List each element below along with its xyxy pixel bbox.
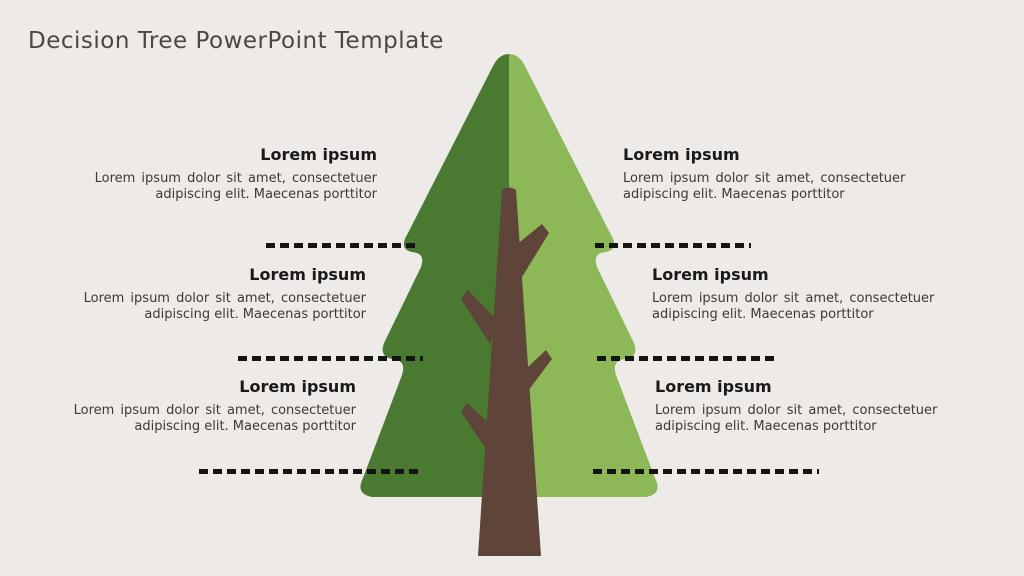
tree-right-half-shape bbox=[509, 54, 658, 497]
text-block-right-3: Lorem ipsum Lorem ipsum dolor sit amet, … bbox=[655, 377, 955, 435]
tree-branch-mid-left bbox=[461, 290, 497, 344]
dash-connector-right-3 bbox=[593, 469, 819, 474]
tree-left-half-shape bbox=[360, 54, 509, 497]
text-block-left-1: Lorem ipsum Lorem ipsum dolor sit amet, … bbox=[77, 145, 377, 203]
text-block-body-line1: Lorem ipsum dolor sit amet, consectetuer bbox=[94, 171, 377, 186]
text-block-heading: Lorem ipsum bbox=[260, 145, 377, 164]
text-block-body-line2: adipiscing elit. Maecenas porttitor bbox=[144, 307, 366, 322]
text-block-body-line2: adipiscing elit. Maecenas porttitor bbox=[652, 307, 874, 322]
text-block-body-line2: adipiscing elit. Maecenas porttitor bbox=[623, 187, 845, 202]
dash-connector-right-2 bbox=[597, 356, 779, 361]
text-block-heading: Lorem ipsum bbox=[239, 377, 356, 396]
text-block-left-2: Lorem ipsum Lorem ipsum dolor sit amet, … bbox=[66, 265, 366, 323]
dash-connector-left-2 bbox=[238, 356, 423, 361]
text-block-heading: Lorem ipsum bbox=[249, 265, 366, 284]
dash-connector-right-1 bbox=[595, 243, 751, 248]
text-block-heading: Lorem ipsum bbox=[655, 377, 772, 396]
text-block-right-1: Lorem ipsum Lorem ipsum dolor sit amet, … bbox=[623, 145, 923, 203]
text-block-left-3: Lorem ipsum Lorem ipsum dolor sit amet, … bbox=[56, 377, 356, 435]
dash-connector-left-3 bbox=[199, 469, 422, 474]
slide-title: Decision Tree PowerPoint Template bbox=[28, 28, 444, 54]
text-block-body-line1: Lorem ipsum dolor sit amet, consectetuer bbox=[73, 403, 356, 418]
text-block-body-line1: Lorem ipsum dolor sit amet, consectetuer bbox=[652, 291, 935, 306]
tree-trunk bbox=[478, 187, 541, 556]
text-block-body-line2: adipiscing elit. Maecenas porttitor bbox=[655, 419, 877, 434]
tree-branch-lower-left bbox=[461, 403, 492, 449]
text-block-body-line2: adipiscing elit. Maecenas porttitor bbox=[134, 419, 356, 434]
text-block-right-2: Lorem ipsum Lorem ipsum dolor sit amet, … bbox=[652, 265, 952, 323]
text-block-body-line1: Lorem ipsum dolor sit amet, consectetuer bbox=[655, 403, 938, 418]
text-block-heading: Lorem ipsum bbox=[652, 265, 769, 284]
text-block-heading: Lorem ipsum bbox=[623, 145, 740, 164]
text-block-body-line2: adipiscing elit. Maecenas porttitor bbox=[155, 187, 377, 202]
text-block-body-line1: Lorem ipsum dolor sit amet, consectetuer bbox=[83, 291, 366, 306]
text-block-body-line1: Lorem ipsum dolor sit amet, consectetuer bbox=[623, 171, 906, 186]
dash-connector-left-1 bbox=[266, 243, 419, 248]
